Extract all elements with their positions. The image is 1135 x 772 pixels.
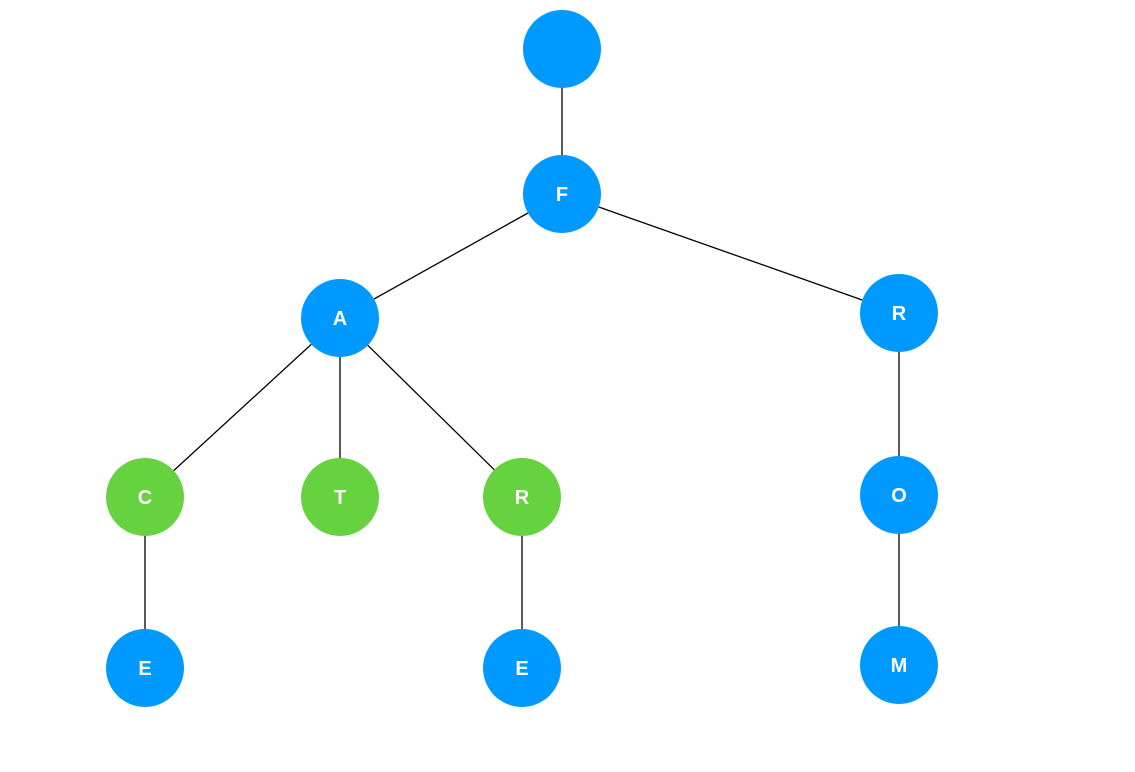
node-label-face: E <box>138 658 151 680</box>
node-circle-far <box>483 458 561 536</box>
nodes-layer: F A R C T R O E E M <box>106 10 938 707</box>
edge-fa-fac <box>173 343 312 472</box>
node-circle-fac <box>106 458 184 536</box>
node-circle-f <box>523 155 601 233</box>
node-f: F <box>523 155 601 233</box>
node-fr: R <box>860 274 938 352</box>
node-from: M <box>860 626 938 704</box>
node-fa: A <box>301 279 379 357</box>
edge-f-fa <box>373 212 529 300</box>
node-fac: C <box>106 458 184 536</box>
node-label-from: M <box>891 655 908 677</box>
node-fare: E <box>483 629 561 707</box>
node-label-fr: R <box>892 303 907 325</box>
node-root <box>523 10 601 88</box>
node-circle-face <box>106 629 184 707</box>
node-circle-fat <box>301 458 379 536</box>
node-label-fat: T <box>334 487 346 509</box>
node-fro: O <box>860 456 938 534</box>
node-label-far: R <box>515 487 530 509</box>
node-circle-from <box>860 626 938 704</box>
edges-layer <box>144 88 900 629</box>
edge-fa-far <box>367 344 495 471</box>
node-label-fare: E <box>515 658 528 680</box>
node-label-fro: O <box>891 485 907 507</box>
node-circle-fa <box>301 279 379 357</box>
edge-f-fr <box>598 206 863 301</box>
node-circle-root <box>523 10 601 88</box>
node-face: E <box>106 629 184 707</box>
node-fat: T <box>301 458 379 536</box>
node-label-f: F <box>556 184 568 206</box>
node-circle-fro <box>860 456 938 534</box>
node-label-fac: C <box>138 487 152 509</box>
node-circle-fr <box>860 274 938 352</box>
node-far: R <box>483 458 561 536</box>
node-label-fa: A <box>333 308 347 330</box>
node-circle-fare <box>483 629 561 707</box>
